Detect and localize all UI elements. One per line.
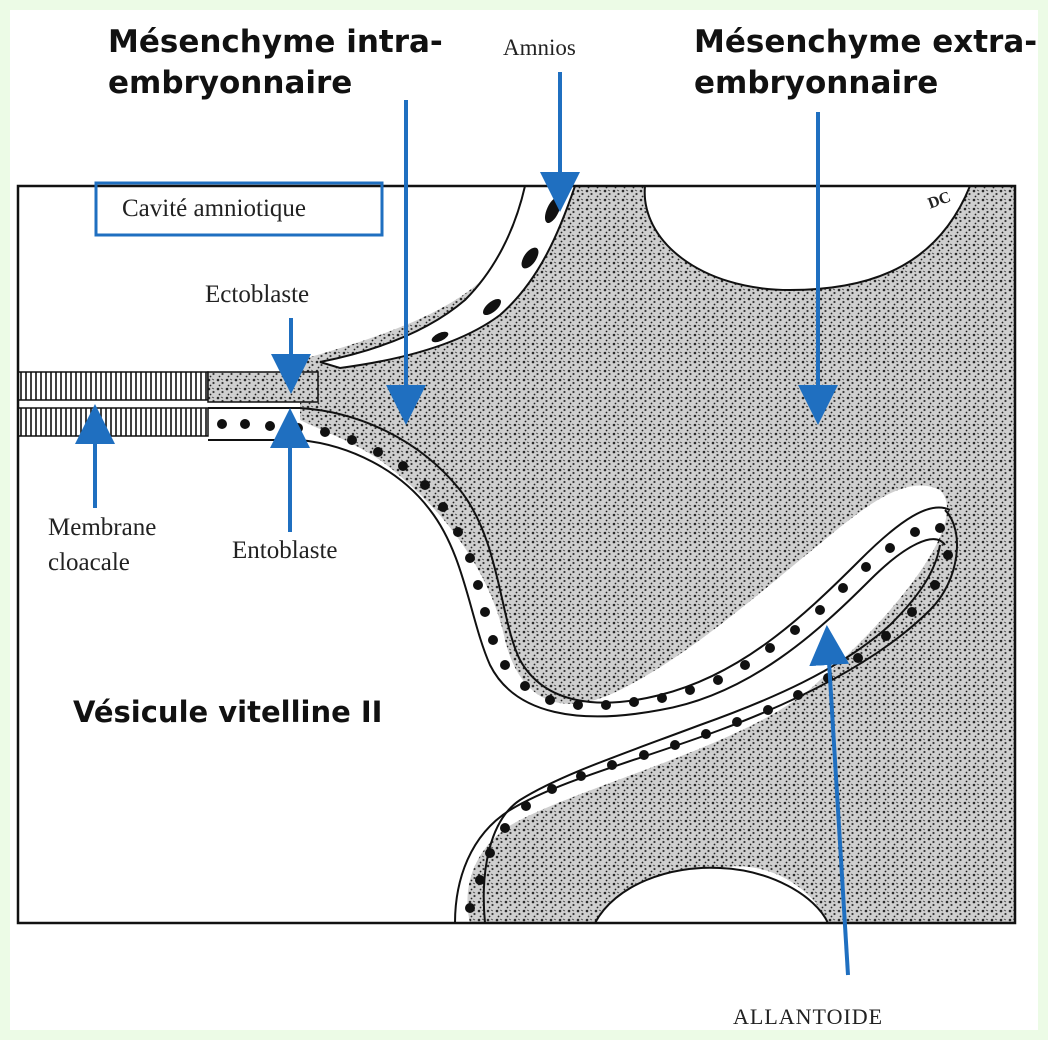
label-allantoide: ALLANTOIDE <box>733 1004 883 1030</box>
cloacal-membrane-upper <box>18 372 208 400</box>
label-entoblaste: Entoblaste <box>232 537 338 565</box>
label-mesenchyme-extra: Mésenchyme extra- embryonnaire <box>694 22 1037 104</box>
ectoblast-layer <box>208 372 318 402</box>
label-membrane-cloacale: Membrane cloacale <box>48 510 156 580</box>
label-vesicule-vitelline: Vésicule vitelline II <box>73 692 382 733</box>
cloacal-membrane-lower <box>18 408 208 436</box>
label-cavite-amniotique: Cavité amniotique <box>122 195 306 223</box>
label-mesenchyme-intra: Mésenchyme intra- embryonnaire <box>108 22 443 104</box>
label-amnios: Amnios <box>503 35 576 61</box>
label-ectoblaste: Ectoblaste <box>205 281 309 309</box>
